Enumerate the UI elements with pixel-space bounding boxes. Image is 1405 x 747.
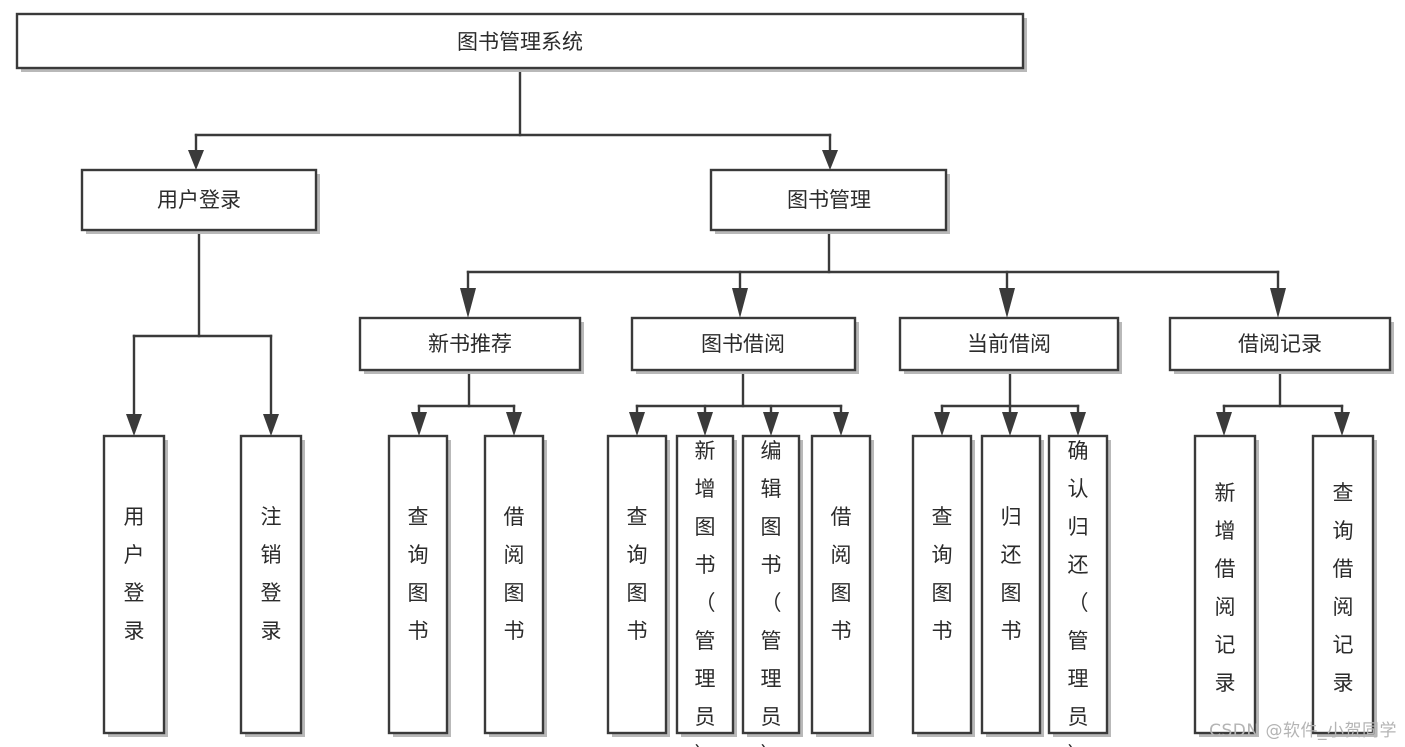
- leaf-current-borrow-confirm[interactable]: 确认归还（管理员）: [1047, 434, 1111, 747]
- node-root-rect[interactable]: [15, 12, 1025, 70]
- arrow-to-cb-leaf-1: [934, 412, 950, 436]
- leaf-current-borrow-query-rect[interactable]: [911, 434, 973, 735]
- leaf-user-login-logout-rect[interactable]: [239, 434, 303, 735]
- node-book-management-label: 图书管理: [787, 188, 871, 212]
- node-book-borrow-label: 图书借阅: [701, 332, 785, 356]
- leaf-new-book-borrow-label: 借阅图书: [504, 505, 525, 643]
- leaf-borrow-record-query-label: 查询借阅记录: [1333, 481, 1354, 695]
- leaf-book-borrow-add-rect[interactable]: [675, 434, 735, 735]
- leaf-book-borrow-add-label: 新增图书（管理员）: [695, 439, 716, 747]
- arrow-to-br-leaf-2: [1334, 412, 1350, 436]
- leaf-current-borrow-confirm-label: 确认归还（管理员）: [1068, 439, 1089, 747]
- node-borrow-record-rect[interactable]: [1168, 316, 1392, 372]
- node-new-book-recommend[interactable]: 新书推荐: [358, 316, 584, 374]
- leaf-book-borrow-edit[interactable]: 编辑图书（管理员）: [741, 434, 803, 747]
- node-new-book-recommend-rect[interactable]: [358, 316, 582, 372]
- arrow-to-bb-leaf-4: [833, 412, 849, 436]
- arrow-to-nb-leaf-2: [506, 412, 522, 436]
- leaf-borrow-record-query-rect[interactable]: [1311, 434, 1375, 735]
- leaf-user-login-logout[interactable]: 注销登录: [239, 434, 305, 737]
- node-book-borrow[interactable]: 图书借阅: [630, 316, 859, 374]
- leaf-current-borrow-confirm-rect[interactable]: [1047, 434, 1109, 735]
- arrow-to-nb-leaf-1: [411, 412, 427, 436]
- leaf-user-login-login-label: 用户登录: [124, 505, 145, 643]
- arrow-to-book-borrow: [732, 288, 748, 318]
- leaf-user-login-login-rect[interactable]: [102, 434, 166, 735]
- leaf-borrow-record-query[interactable]: 查询借阅记录: [1311, 434, 1377, 737]
- leaf-user-login-logout-label: 注销登录: [261, 505, 282, 643]
- arrow-to-br-leaf-1: [1216, 412, 1232, 436]
- node-current-borrow-label: 当前借阅: [967, 332, 1051, 356]
- node-book-management-rect[interactable]: [709, 168, 948, 232]
- leaf-book-borrow-borrow-rect[interactable]: [810, 434, 872, 735]
- leaf-current-borrow-query[interactable]: 查询图书: [911, 434, 975, 737]
- arrow-to-user-login: [188, 150, 204, 170]
- arrow-to-borrow-record: [1270, 288, 1286, 318]
- node-borrow-record[interactable]: 借阅记录: [1168, 316, 1394, 374]
- arrow-to-bb-leaf-1: [629, 412, 645, 436]
- arrow-to-current-borrow: [999, 288, 1015, 318]
- connectors-group: [126, 66, 1350, 436]
- leaf-current-borrow-return-label: 归还图书: [1001, 505, 1022, 643]
- node-root-label: 图书管理系统: [457, 30, 583, 54]
- leaf-book-borrow-borrow-label: 借阅图书: [831, 505, 852, 643]
- leaf-current-borrow-return[interactable]: 归还图书: [980, 434, 1044, 737]
- arrow-to-cb-leaf-2: [1002, 412, 1018, 436]
- leaf-borrow-record-add-label: 新增借阅记录: [1215, 481, 1236, 695]
- node-borrow-record-label: 借阅记录: [1238, 332, 1322, 356]
- leaf-new-book-query-rect[interactable]: [387, 434, 449, 735]
- arrow-to-bb-leaf-3: [763, 412, 779, 436]
- arrow-to-book-manage: [822, 150, 838, 170]
- leaf-book-borrow-edit-label: 编辑图书（管理员）: [761, 439, 782, 747]
- leaf-book-borrow-edit-rect[interactable]: [741, 434, 801, 735]
- leaf-book-borrow-add[interactable]: 新增图书（管理员）: [675, 434, 737, 747]
- node-current-borrow[interactable]: 当前借阅: [898, 316, 1122, 374]
- leaf-new-book-query[interactable]: 查询图书: [387, 434, 451, 737]
- node-current-borrow-rect[interactable]: [898, 316, 1120, 372]
- leaf-book-borrow-query-label: 查询图书: [627, 505, 648, 643]
- leaf-book-borrow-borrow[interactable]: 借阅图书: [810, 434, 874, 737]
- arrow-to-new-book: [460, 288, 476, 318]
- leaf-book-borrow-query[interactable]: 查询图书: [606, 434, 670, 737]
- node-user-login-rect[interactable]: [80, 168, 318, 232]
- leaf-borrow-record-add[interactable]: 新增借阅记录: [1193, 434, 1259, 737]
- node-new-book-recommend-label: 新书推荐: [428, 332, 512, 356]
- arrow-to-leaf-user-login: [126, 414, 142, 436]
- leaf-current-borrow-query-label: 查询图书: [932, 505, 953, 643]
- leaf-new-book-borrow[interactable]: 借阅图书: [483, 434, 547, 737]
- arrow-to-cb-leaf-3: [1070, 412, 1086, 436]
- arrow-to-bb-leaf-2: [697, 412, 713, 436]
- leaf-borrow-record-add-rect[interactable]: [1193, 434, 1257, 735]
- leaf-user-login-login[interactable]: 用户登录: [102, 434, 168, 737]
- node-book-borrow-rect[interactable]: [630, 316, 857, 372]
- leaf-new-book-query-label: 查询图书: [408, 505, 429, 643]
- arrow-to-leaf-logout: [263, 414, 279, 436]
- leaf-new-book-borrow-rect[interactable]: [483, 434, 545, 735]
- node-user-login[interactable]: 用户登录: [80, 168, 320, 234]
- node-root-system[interactable]: 图书管理系统: [15, 12, 1027, 72]
- leaf-book-borrow-query-rect[interactable]: [606, 434, 668, 735]
- node-user-login-label: 用户登录: [157, 188, 241, 212]
- node-book-management[interactable]: 图书管理: [709, 168, 950, 234]
- leaf-current-borrow-return-rect[interactable]: [980, 434, 1042, 735]
